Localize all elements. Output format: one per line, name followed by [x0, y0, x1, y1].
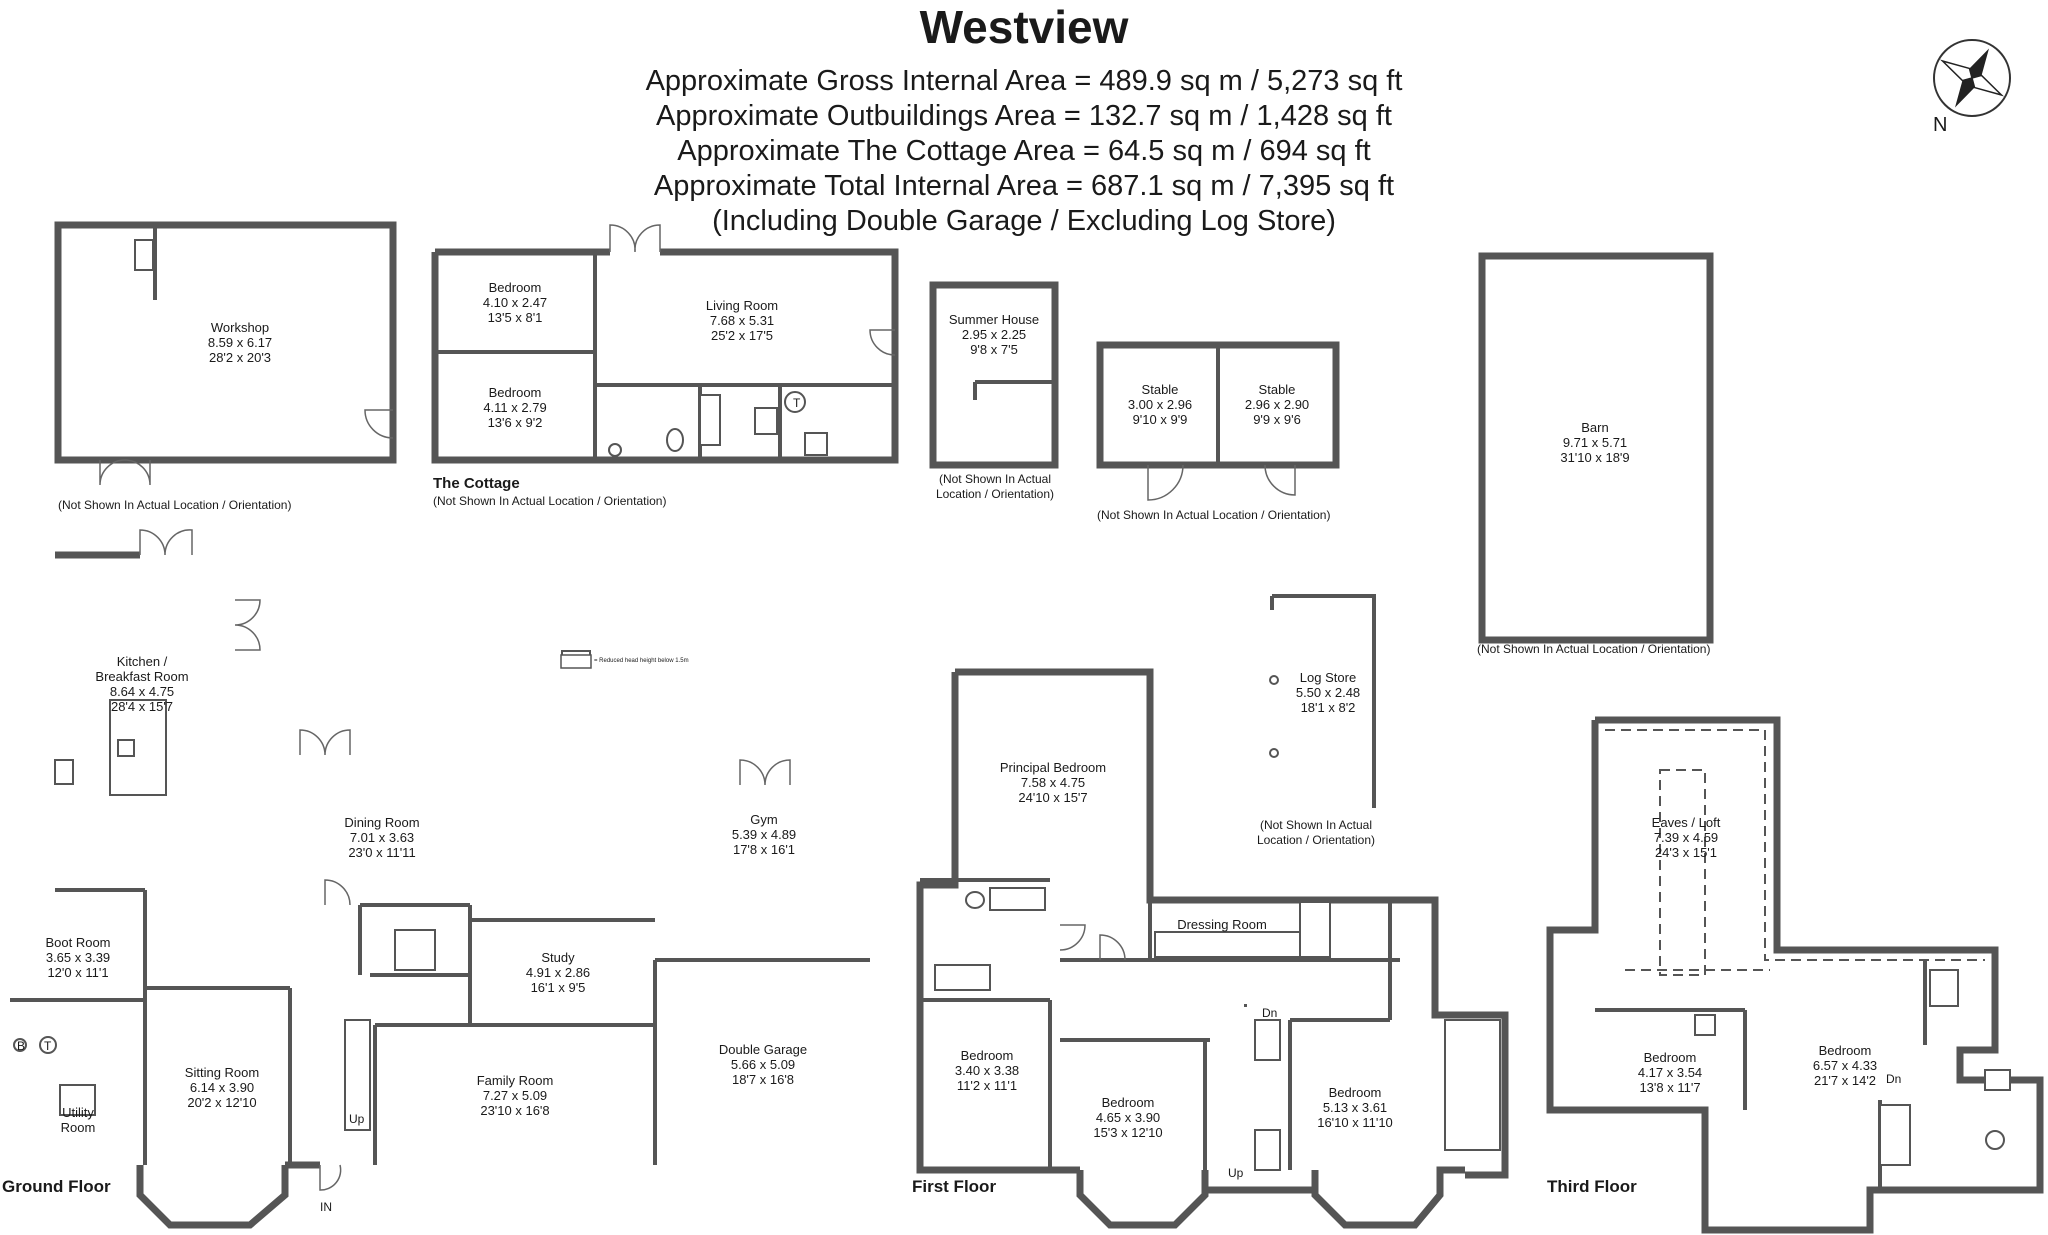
floor-label-ground: Ground Floor: [2, 1177, 111, 1196]
barn-plan: [1478, 252, 1714, 644]
note-stables-location: (Not Shown In Actual Location / Orientat…: [1097, 508, 1331, 522]
compass-icon: [1933, 39, 2011, 117]
area-line-cottage: Approximate The Cottage Area = 64.5 sq m…: [677, 135, 1371, 167]
note-log-store-location: (Not Shown In Actual Location / Orientat…: [1256, 818, 1376, 847]
log-store-plan: [1269, 594, 1376, 808]
stair-down-first: Dn: [1262, 1006, 1278, 1020]
stables-plan: [1096, 341, 1340, 501]
stair-down-third: Dn: [1886, 1072, 1902, 1086]
stair-up-first: Up: [1228, 1166, 1244, 1180]
note-barn-location: (Not Shown In Actual Location / Orientat…: [1477, 642, 1711, 656]
tank-label-cottage: T: [793, 396, 801, 410]
compass-north-label: N: [1933, 114, 1948, 136]
workshop-plan: [54, 221, 397, 486]
area-line-note: (Including Double Garage / Excluding Log…: [712, 205, 1336, 237]
first-floor-plan: [916, 668, 1509, 1229]
area-line-outbuildings: Approximate Outbuildings Area = 132.7 sq…: [656, 100, 1392, 132]
label-the-cottage: The Cottage: [433, 475, 520, 492]
key-reduced-head-height: = Reduced head height below 1.5m: [594, 658, 689, 664]
area-line-gross: Approximate Gross Internal Area = 489.9 …: [645, 65, 1403, 97]
room-dressing: Dressing Room: [1177, 917, 1267, 932]
note-cottage-location: (Not Shown In Actual Location / Orientat…: [433, 494, 667, 508]
third-floor-plan: [1546, 716, 2044, 1234]
note-workshop-location: (Not Shown In Actual Location / Orientat…: [58, 498, 292, 512]
boiler-label-utility: B: [17, 1039, 26, 1053]
summer-house-plan: [929, 281, 1059, 469]
floor-label-third: Third Floor: [1547, 1177, 1637, 1196]
room-utility: Utility Room: [60, 1105, 96, 1135]
floor-label-first: First Floor: [912, 1177, 997, 1196]
stair-up-ground: Up: [349, 1112, 365, 1126]
area-summary: Approximate Gross Internal Area = 489.9 …: [0, 64, 2048, 239]
note-summer-house-location: (Not Shown In Actual Location / Orientat…: [935, 472, 1055, 501]
cottage-plan: [431, 224, 899, 464]
ground-floor-plan: [10, 529, 1247, 1229]
tank-label-utility: T: [44, 1039, 52, 1053]
entrance-label: IN: [320, 1200, 332, 1214]
page-title: Westview: [919, 1, 1129, 53]
area-line-total: Approximate Total Internal Area = 687.1 …: [653, 170, 1395, 202]
